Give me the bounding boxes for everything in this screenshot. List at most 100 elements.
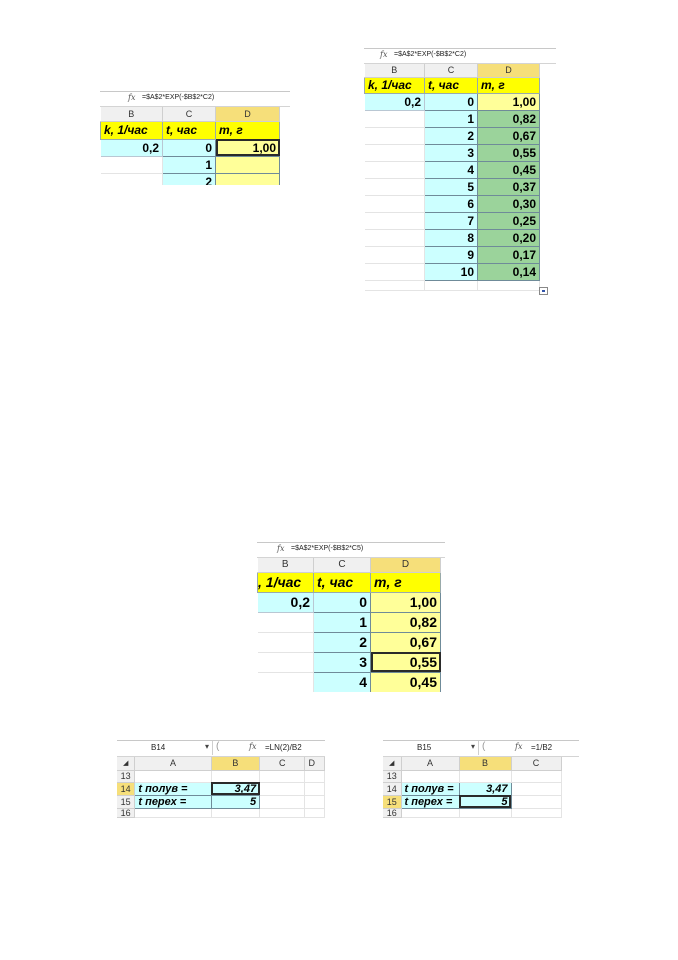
cell-empty[interactable] [304, 770, 325, 783]
cell-m[interactable]: 0,67 [370, 631, 441, 653]
column-header-c[interactable]: C [162, 107, 216, 122]
formula-bar[interactable]: B15 ▾ ( fx =1/B2 [383, 740, 579, 757]
formula-text[interactable]: =$A$2*EXP(-$B$2*C5) [291, 545, 364, 552]
row-header-16[interactable]: 16 [383, 808, 402, 818]
cell-m[interactable]: 0,30 [477, 194, 540, 213]
label-m[interactable]: m, г [370, 571, 441, 593]
row-header-14[interactable]: 14 [117, 782, 136, 796]
cell-empty[interactable] [134, 808, 212, 818]
cell-empty[interactable] [364, 246, 425, 264]
cell-t[interactable]: 3 [313, 651, 371, 673]
cell-empty[interactable] [364, 144, 425, 162]
column-header-c[interactable]: C [511, 757, 562, 771]
cell-empty[interactable] [304, 808, 325, 818]
cell-m[interactable]: 1,00 [370, 591, 441, 613]
cell-empty[interactable] [364, 161, 425, 179]
label-m[interactable]: m, г [215, 120, 280, 140]
cell-empty[interactable] [511, 808, 562, 818]
formula-bar[interactable]: fx =$A$2*EXP(-$B$2*C5) [257, 542, 445, 558]
column-header-a[interactable]: A [134, 757, 212, 771]
cell-empty[interactable] [364, 263, 425, 281]
row-header-16[interactable]: 16 [117, 808, 136, 818]
cell-t[interactable]: 5 [424, 177, 478, 196]
label-t[interactable]: t, час [162, 120, 216, 140]
cell-empty[interactable] [364, 127, 425, 145]
cell-t[interactable]: 3 [424, 143, 478, 162]
cell-m[interactable]: 0,55 [477, 143, 540, 162]
cell-empty[interactable] [259, 795, 306, 809]
cell-t[interactable]: 1 [162, 155, 216, 174]
formula-bar[interactable]: fx =$A$2*EXP(-$B$2*C2) [100, 91, 290, 107]
cell-t[interactable]: 10 [424, 262, 478, 281]
column-header-b[interactable]: B [257, 558, 314, 573]
cell-m[interactable]: 0,20 [477, 228, 540, 247]
cell-t[interactable]: 2 [424, 126, 478, 145]
label-t-half[interactable]: t полув = [400, 781, 460, 796]
cell-empty[interactable] [304, 795, 325, 809]
row-header-13[interactable]: 13 [117, 770, 136, 783]
cell-empty[interactable] [364, 110, 425, 128]
autofill-options-icon[interactable] [539, 287, 548, 295]
cell-m-empty[interactable] [215, 172, 280, 185]
column-header-b[interactable]: B [459, 757, 512, 771]
formula-text[interactable]: =$A$2*EXP(-$B$2*C2) [394, 51, 467, 58]
column-header-d[interactable]: D [304, 757, 325, 771]
cell-empty[interactable] [100, 156, 163, 174]
cell-t[interactable]: 7 [424, 211, 478, 230]
namebox-dropdown-icon[interactable]: ▾ [205, 742, 210, 751]
label-m[interactable]: m, г [477, 76, 540, 94]
cell-empty[interactable] [259, 782, 306, 796]
cell-m[interactable]: 0,45 [370, 671, 441, 692]
function-wizard-icon[interactable]: ( [216, 741, 220, 752]
cell-k-value[interactable]: 0,2 [257, 592, 314, 613]
column-header-b[interactable]: B [100, 107, 163, 122]
formula-text[interactable]: =$A$2*EXP(-$B$2*C2) [142, 94, 215, 101]
cell-t-trans-value[interactable]: 5 [458, 794, 512, 809]
cell-t-half-value[interactable]: 3,47 [210, 781, 261, 796]
label-k[interactable]: k, 1/час [100, 120, 163, 140]
cell-empty[interactable] [364, 178, 425, 196]
cell-t[interactable]: 1 [424, 109, 478, 128]
cell-k-value[interactable]: 0,2 [364, 93, 425, 111]
cell-empty[interactable] [257, 612, 314, 633]
cell-t[interactable]: 1 [313, 611, 371, 633]
namebox-dropdown-icon[interactable]: ▾ [471, 742, 476, 751]
cell-m[interactable]: 0,25 [477, 211, 540, 230]
row-header-13[interactable]: 13 [383, 770, 402, 783]
cell-t-half-value[interactable]: 3,47 [458, 781, 512, 796]
cell-m[interactable]: 0,17 [477, 245, 540, 264]
column-header-c[interactable]: C [259, 757, 306, 771]
cell-empty[interactable] [211, 808, 261, 818]
cell-t[interactable]: 6 [424, 194, 478, 213]
cell-empty[interactable] [401, 808, 460, 818]
row-header-15[interactable]: 15 [117, 795, 136, 809]
cell-t[interactable]: 4 [313, 671, 371, 692]
label-t-half[interactable]: t полув = [134, 781, 212, 796]
cell-t[interactable]: 2 [162, 172, 216, 185]
cell-empty[interactable] [304, 782, 325, 796]
cell-m[interactable]: 0,82 [477, 109, 540, 128]
cell-t[interactable]: 0 [162, 138, 216, 157]
cell-m[interactable]: 0,67 [477, 126, 540, 145]
cell-empty[interactable] [511, 795, 562, 809]
cell-t[interactable]: 0 [313, 591, 371, 613]
cell-empty[interactable] [511, 782, 562, 796]
column-header-d[interactable]: D [477, 64, 540, 78]
cell-t[interactable]: 0 [424, 92, 478, 111]
row-header-14[interactable]: 14 [383, 782, 402, 796]
cell-m-active[interactable]: 1,00 [215, 138, 280, 157]
cell-t[interactable]: 2 [313, 631, 371, 653]
column-header-d[interactable]: D [215, 107, 280, 122]
cell-t[interactable]: 8 [424, 228, 478, 247]
label-k[interactable]: k, 1/час [364, 76, 425, 94]
formula-bar[interactable]: B14 ▾ ( fx =LN(2)/B2 [117, 740, 325, 757]
cell-empty[interactable] [211, 770, 261, 783]
cell-empty[interactable] [459, 770, 512, 783]
cell-empty[interactable] [364, 280, 425, 291]
column-header-d[interactable]: D [370, 558, 441, 573]
label-t[interactable]: t, час [313, 571, 371, 593]
cell-m-active[interactable]: 0,55 [370, 651, 441, 673]
cell-empty[interactable] [401, 770, 460, 783]
cell-empty[interactable] [257, 632, 314, 653]
column-header-c[interactable]: C [424, 64, 478, 78]
